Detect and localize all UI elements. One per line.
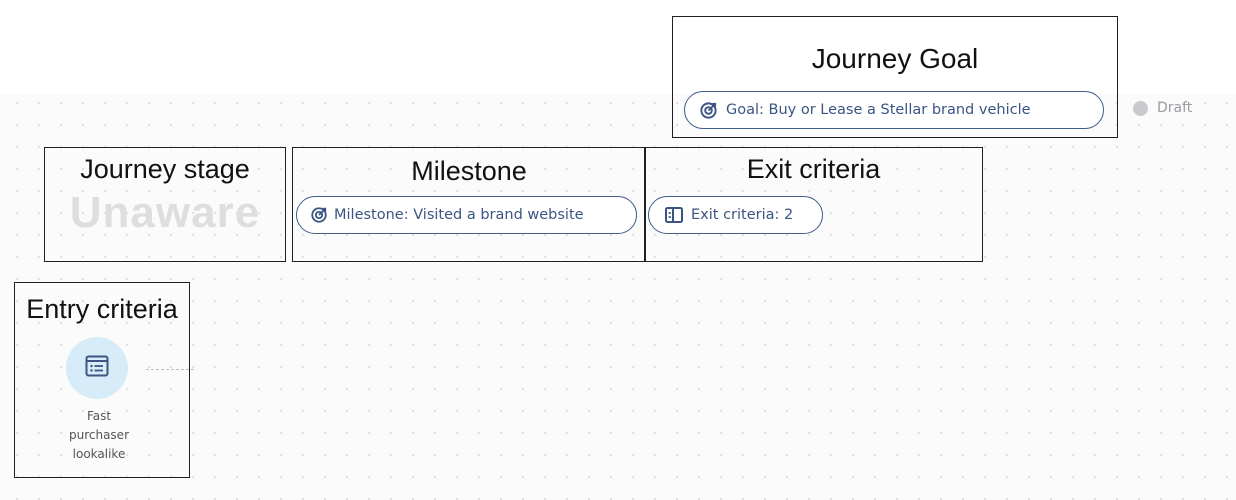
journey-stage-box: Journey stage Unaware: [44, 147, 286, 262]
journey-goal-title: Journey Goal: [811, 43, 979, 74]
exit-criteria-pill[interactable]: Exit criteria: 2: [648, 196, 823, 234]
exit-panel-icon: [665, 207, 683, 223]
milestone-pill-label: Milestone: Visited a brand website: [334, 207, 584, 223]
canvas-header-area: [0, 0, 1236, 94]
status-indicator: Draft: [1133, 100, 1192, 116]
journey-stage-title: Journey stage: [80, 154, 250, 184]
node-connector-line: [146, 369, 194, 370]
exit-criteria-box: Exit criteria: [644, 147, 983, 262]
goal-pill-label: Goal: Buy or Lease a Stellar brand vehic…: [726, 102, 1031, 118]
entry-criteria-title: Entry criteria: [26, 294, 178, 324]
goal-pill[interactable]: Goal: Buy or Lease a Stellar brand vehic…: [684, 91, 1104, 129]
entry-criteria-box: Entry criteria Fast purchaser lookalike: [14, 282, 190, 478]
entry-node-label-line: Fast: [86, 409, 112, 423]
journey-goal-box: Journey Goal: [672, 16, 1118, 138]
target-icon: [699, 101, 718, 120]
exit-criteria-title: Exit criteria: [746, 154, 881, 184]
target-icon: [310, 206, 328, 224]
milestone-pill[interactable]: Milestone: Visited a brand website: [296, 196, 637, 234]
milestone-box: Milestone: [292, 147, 646, 262]
status-label: Draft: [1157, 100, 1193, 116]
stage-name[interactable]: Unaware: [69, 188, 261, 237]
entry-node-label-line: lookalike: [72, 447, 126, 461]
entry-node-label-line: purchaser: [68, 428, 130, 442]
entry-node[interactable]: [66, 337, 128, 399]
milestone-title: Milestone: [411, 156, 527, 186]
list-card-icon: [85, 355, 109, 382]
exit-criteria-pill-label: Exit criteria: 2: [691, 207, 794, 223]
entry-node-label: Fast purchaser lookalike: [15, 407, 183, 464]
status-dot-icon: [1133, 100, 1148, 116]
